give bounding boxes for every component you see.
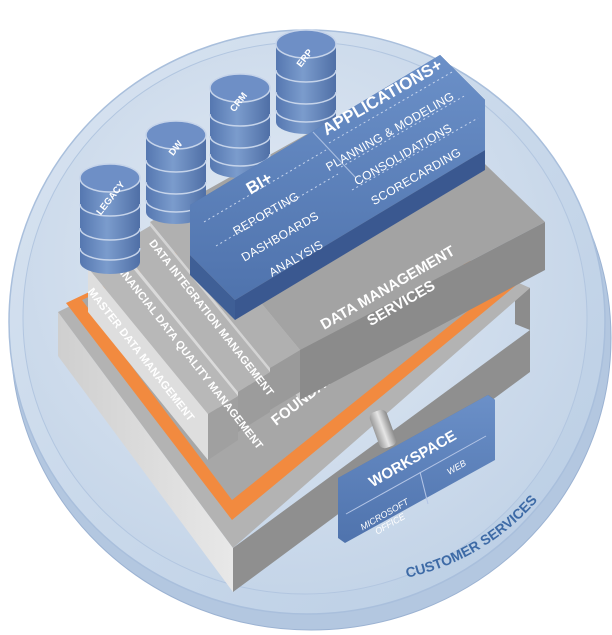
source-databases [79, 29, 337, 274]
bi-applications-block [190, 55, 485, 320]
crm-database-icon [209, 73, 271, 178]
dw-database-icon [145, 120, 207, 224]
legacy-database-icon [79, 163, 141, 274]
workspace-block [338, 395, 495, 543]
erp-database-icon [275, 29, 337, 134]
